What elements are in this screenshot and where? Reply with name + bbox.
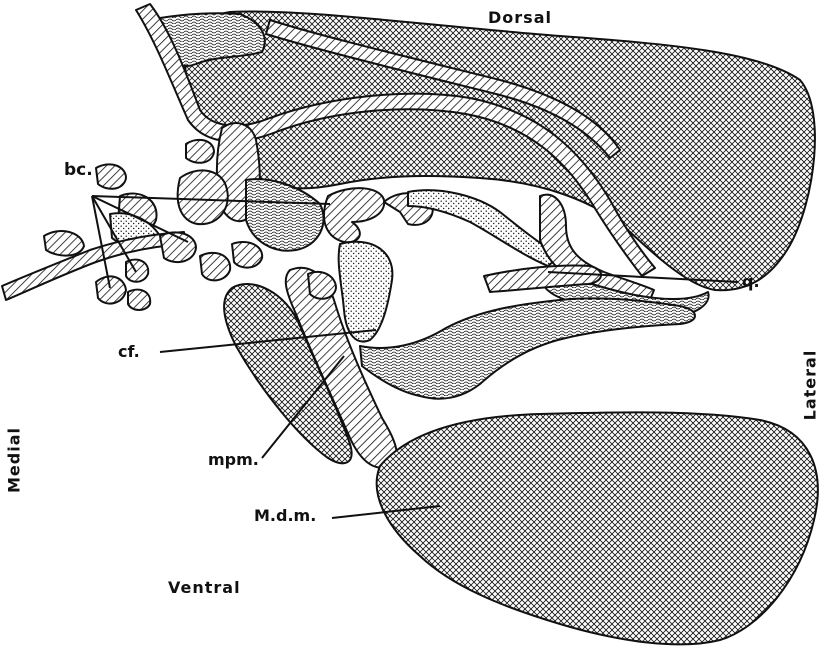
ventral-label: Ventral <box>168 578 241 597</box>
bc-piece-3 <box>44 231 84 256</box>
central-hatched-piece-1 <box>324 188 384 242</box>
left-column-piece-2 <box>178 170 228 224</box>
lateral-label: Lateral <box>800 340 820 430</box>
bc-nerve-strand <box>2 232 186 300</box>
q-label: q. <box>742 272 760 291</box>
cf-label: cf. <box>118 342 140 361</box>
left-fiber-patch <box>246 179 324 251</box>
mdm-crosshatched-mass <box>377 412 818 644</box>
bc-piece-6 <box>126 260 148 282</box>
bc-piece-5 <box>96 276 126 303</box>
small-hatched-bit <box>186 140 214 163</box>
bc-piece-1 <box>96 164 126 188</box>
central-stipple-region <box>408 190 560 266</box>
small-inner-piece <box>308 272 336 299</box>
central-lumen-stipple <box>339 242 393 342</box>
bc-piece-8 <box>200 253 230 281</box>
bc-piece-9 <box>232 242 262 268</box>
bc-piece-7 <box>128 290 150 310</box>
medial-label-text: Medial <box>5 427 24 493</box>
ventral-fiber-band <box>360 298 695 398</box>
bc-label: bc. <box>64 160 93 180</box>
mpm-label: mpm. <box>208 450 259 469</box>
medial-label: Medial <box>4 420 24 500</box>
lateral-label-text: Lateral <box>801 350 820 421</box>
dorsal-label: Dorsal <box>488 8 552 27</box>
mdm-label: M.d.m. <box>254 506 316 525</box>
